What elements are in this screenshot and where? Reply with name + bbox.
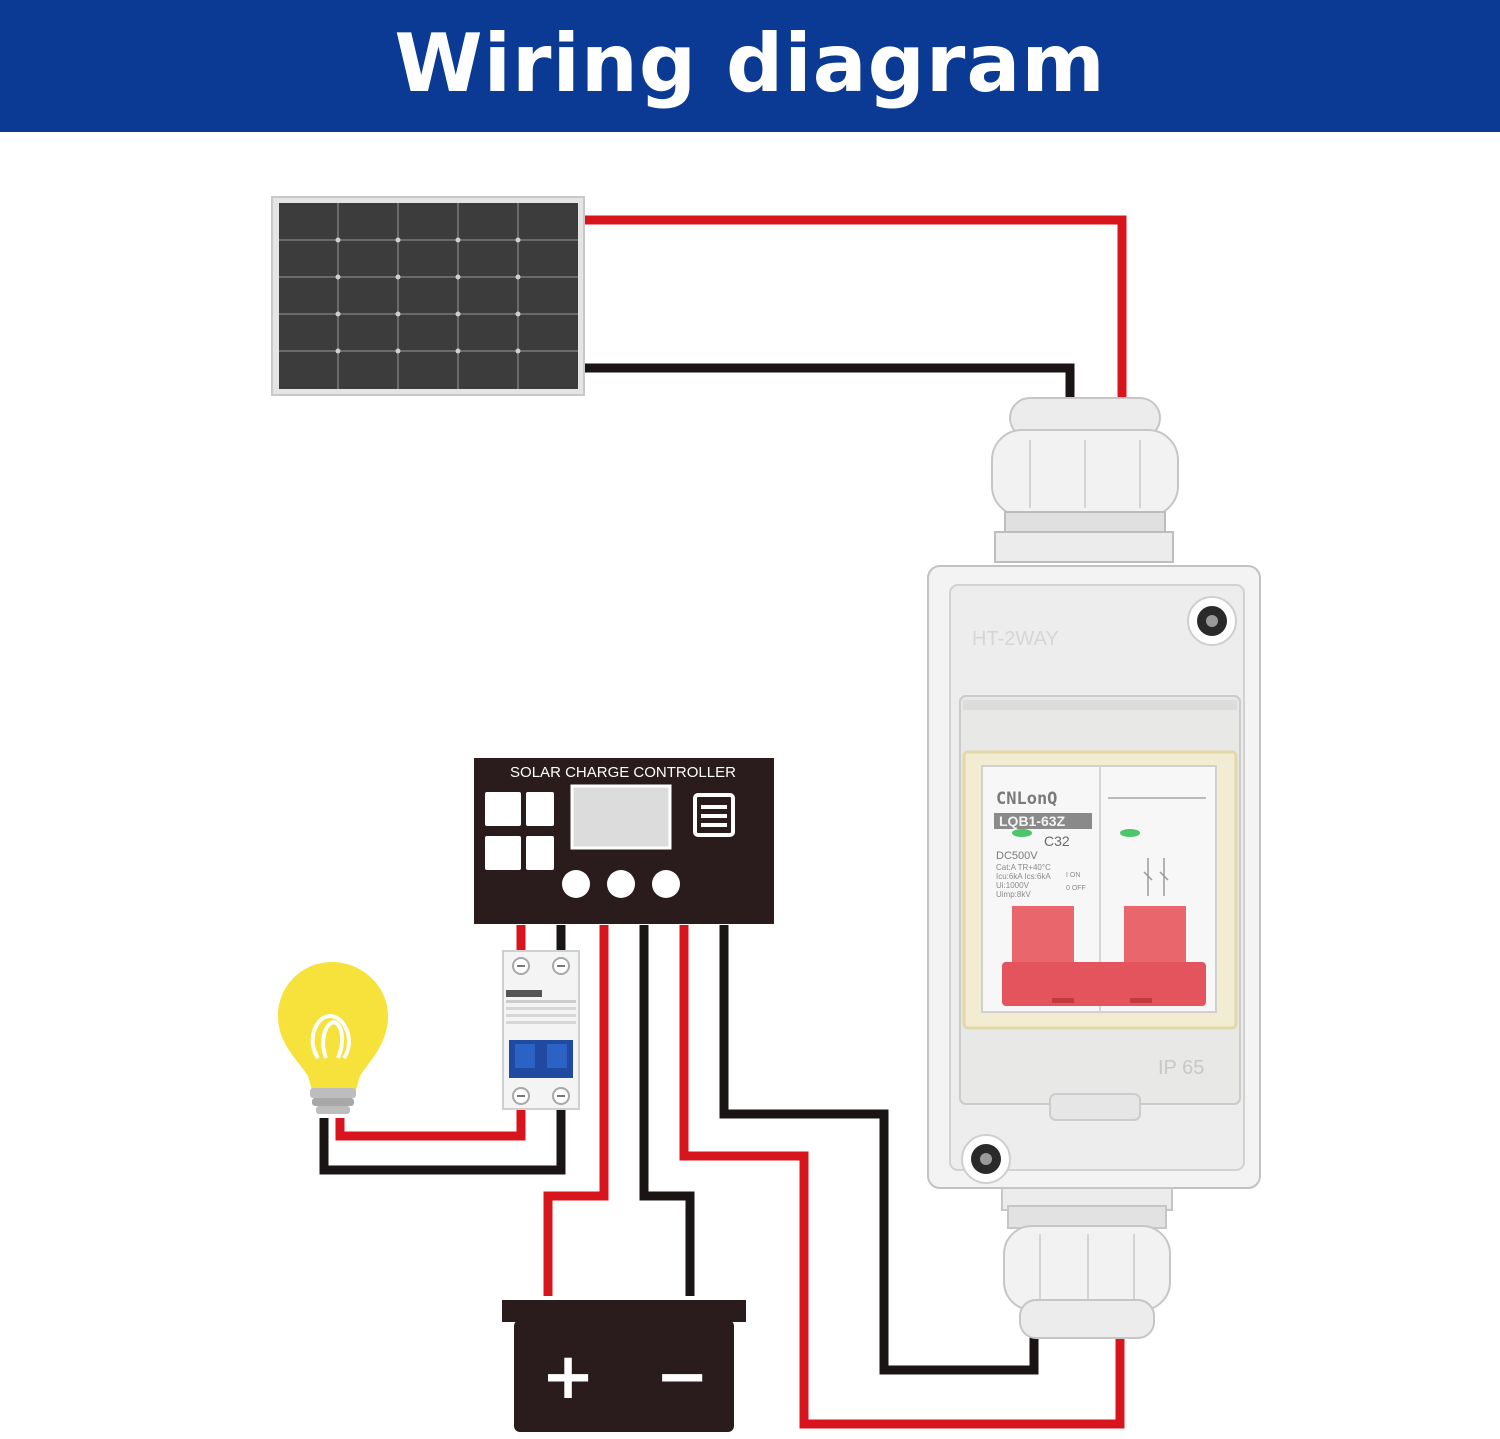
breaker-current: C32 bbox=[1044, 833, 1070, 849]
controller-label: SOLAR CHARGE CONTROLLER bbox=[510, 764, 736, 781]
ip-rating-label: IP 65 bbox=[1158, 1057, 1204, 1079]
solar-charge-controller: SOLAR CHARGE CONTROLLER bbox=[474, 758, 774, 924]
light-bulb-icon bbox=[278, 962, 388, 1114]
solar-panel-icon bbox=[271, 196, 585, 396]
breaker-on-label: I ON bbox=[1066, 872, 1080, 879]
battery-icon: + − bbox=[502, 1300, 746, 1432]
panel-positive-wire bbox=[582, 215, 1127, 400]
bulb-negative-wire bbox=[319, 1108, 566, 1175]
top-cable-gland bbox=[991, 397, 1179, 563]
panel-negative-wire bbox=[582, 363, 1075, 400]
pv-positive-to-controller bbox=[679, 925, 1125, 1429]
circuit-symbol-icon bbox=[1143, 858, 1169, 896]
bottom-cable-gland bbox=[1001, 1187, 1173, 1339]
load-breaker-icon bbox=[502, 950, 580, 1110]
breaker-model: LQB1-63Z bbox=[999, 813, 1066, 829]
bulb-positive-wire bbox=[335, 1108, 526, 1141]
title-banner bbox=[0, 0, 1500, 132]
breaker-voltage: DC500V bbox=[996, 850, 1038, 862]
pv-negative-to-controller bbox=[719, 925, 1039, 1375]
enclosure-model-label: HT-2WAY bbox=[972, 628, 1059, 650]
breaker-spec-3: Ui:1000V bbox=[996, 881, 1030, 890]
battery-negative-wire bbox=[639, 925, 695, 1296]
page-title: Wiring diagram bbox=[394, 17, 1106, 110]
breaker-spec-4: Uimp:8kV bbox=[996, 890, 1031, 899]
breaker-off-label: 0 OFF bbox=[1066, 885, 1086, 892]
battery-minus-label: − bbox=[655, 1340, 709, 1414]
breaker-handle bbox=[1002, 906, 1206, 1006]
enclosure: HT-2WAY IP 65 CNLonQ LQB1-63Z bbox=[927, 397, 1261, 1339]
breaker-brand: CNLonQ bbox=[996, 789, 1057, 809]
battery-plus-label: + bbox=[541, 1340, 595, 1414]
screw-bottom-icon bbox=[961, 1134, 1011, 1184]
screw-top-icon bbox=[1187, 596, 1237, 646]
controller-buttons bbox=[562, 870, 680, 898]
controller-screen bbox=[570, 784, 672, 850]
controller-menu-icon bbox=[693, 793, 735, 837]
controller-keypad-icon bbox=[485, 792, 554, 870]
breaker-spec-1: Cat:A TR+40°C bbox=[996, 863, 1051, 872]
dc-breaker-icon: CNLonQ LQB1-63Z C32 DC500V Cat:A TR+40°C… bbox=[981, 765, 1217, 1013]
breaker-spec-2: Icu:6kA Ics:6kA bbox=[996, 872, 1051, 881]
battery-positive-wire bbox=[543, 925, 609, 1296]
